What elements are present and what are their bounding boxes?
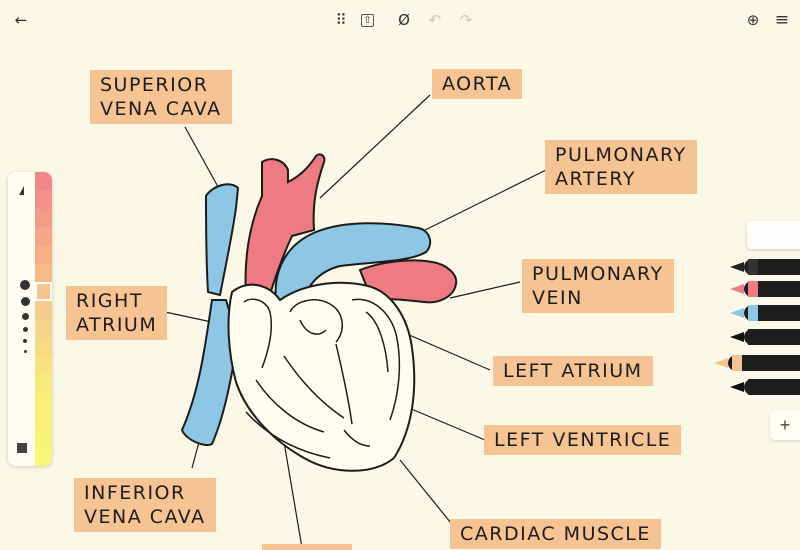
label-left-atrium-text: Left Atrium — [503, 360, 643, 382]
brush-size-dot[interactable] — [23, 339, 27, 343]
color-palette — [8, 172, 52, 466]
undo-icon[interactable]: ↶ — [428, 11, 442, 29]
top-toolbar: ← ⠿ ⇧ Ø ↶ ↷ ⊕ ≡ — [0, 0, 800, 40]
brush-size-dot[interactable] — [22, 327, 28, 332]
brush-size-dot[interactable] — [23, 350, 27, 353]
redo-icon[interactable]: ↷ — [459, 11, 473, 29]
label-pulmonary-artery[interactable]: Pulmonary Artery — [545, 140, 697, 194]
crosshair-icon[interactable]: ⊕ — [746, 11, 760, 29]
fountain-pen[interactable] — [730, 379, 800, 395]
color-swatch[interactable] — [35, 172, 52, 191]
pen-color-band — [748, 259, 758, 275]
label-right-atrium[interactable]: Right Atrium — [66, 286, 168, 340]
color-swatch[interactable] — [35, 355, 52, 375]
color-swatch[interactable] — [35, 411, 52, 430]
label-cardiac-muscle-text: Cardiac Muscle — [460, 523, 651, 545]
color-swatch[interactable] — [35, 282, 52, 301]
pen-color-band — [748, 379, 758, 395]
label-superior-vena-cava[interactable]: Superior Vena Cava — [90, 70, 232, 124]
blue-marker[interactable] — [730, 305, 800, 321]
color-swatch[interactable] — [35, 245, 52, 264]
pulmonary-artery-shape — [274, 222, 432, 320]
pen-tip — [730, 308, 744, 318]
color-swatch[interactable] — [35, 447, 52, 466]
superior-vena-cava-shape — [204, 183, 240, 297]
color-swatch[interactable] — [35, 374, 52, 393]
pen-tip — [730, 284, 744, 294]
pen-tip — [730, 332, 744, 342]
color-swatch[interactable] — [35, 392, 52, 412]
pen-color-band — [748, 305, 758, 321]
orange-highlighter[interactable] — [714, 355, 800, 371]
label-pulmonary-vein[interactable]: Pulmonary Vein — [522, 259, 674, 313]
pen-tool-icon[interactable] — [19, 186, 24, 195]
brush-size-dot[interactable] — [20, 297, 30, 306]
heart-body-shape — [227, 281, 416, 472]
leader-lines — [164, 94, 551, 549]
red-marker[interactable] — [730, 281, 800, 297]
label-pv-line2: Vein — [532, 287, 583, 309]
pulmonary-vein-shape — [358, 259, 458, 304]
color-swatch[interactable] — [35, 337, 52, 356]
inferior-vena-cava-shape — [180, 299, 240, 446]
aorta-shape — [244, 153, 326, 329]
color-swatch[interactable] — [35, 429, 52, 448]
label-ra-line2: Atrium — [76, 314, 158, 336]
eraser-tool[interactable] — [747, 221, 800, 249]
share-icon[interactable]: ⇧ — [361, 14, 374, 27]
label-left-ventricle-text: Left Ventricle — [494, 429, 672, 451]
label-aorta[interactable]: Aorta — [432, 69, 523, 99]
brush-size-dot[interactable] — [20, 280, 30, 290]
pen-color-band — [748, 329, 758, 345]
pen-tip — [730, 382, 744, 392]
back-arrow-icon[interactable]: ← — [14, 11, 28, 29]
hide-icon[interactable]: Ø — [398, 11, 410, 29]
brush-size-dot[interactable] — [21, 313, 29, 320]
grid-icon[interactable]: ⠿ — [335, 11, 347, 29]
pen-color-band — [748, 281, 758, 297]
label-left-atrium[interactable]: Left Atrium — [493, 356, 653, 386]
grid-swatch-icon[interactable] — [18, 444, 26, 452]
color-swatch[interactable] — [35, 227, 52, 246]
label-pv-line1: Pulmonary — [532, 263, 664, 285]
color-swatch[interactable] — [35, 319, 52, 338]
label-ra-line1: Right — [76, 290, 143, 312]
color-swatch[interactable] — [35, 208, 52, 228]
color-swatch[interactable] — [35, 263, 52, 283]
label-svc-line1: Superior — [100, 74, 209, 96]
pen-color-band — [732, 355, 742, 371]
heart-chambers — [243, 298, 401, 459]
label-inferior-vena-cava[interactable]: Inferior Vena Cava — [74, 478, 216, 532]
label-left-ventricle[interactable]: Left Ventricle — [484, 425, 682, 455]
color-swatch[interactable] — [35, 190, 52, 209]
label-pa-line2: Artery — [555, 168, 637, 190]
brush-size-list — [18, 280, 32, 360]
label-aorta-text: Aorta — [442, 73, 513, 95]
pen-tip — [714, 358, 728, 368]
menu-icon[interactable]: ≡ — [774, 10, 790, 30]
label-ivc-line1: Inferior — [84, 482, 186, 504]
label-ivc-line2: Vena Cava — [84, 506, 206, 528]
label-pa-line1: Pulmonary — [555, 144, 687, 166]
pen-tip — [730, 262, 744, 272]
label-svc-line2: Vena Cava — [100, 98, 222, 120]
fineliner[interactable] — [730, 329, 800, 345]
label-partial-bottom[interactable] — [262, 544, 352, 550]
label-cardiac-muscle[interactable]: Cardiac Muscle — [450, 519, 661, 549]
color-swatch-column — [35, 172, 52, 466]
black-marker[interactable] — [730, 259, 800, 275]
add-tool-button[interactable]: + — [770, 410, 800, 440]
color-swatch[interactable] — [35, 300, 52, 320]
